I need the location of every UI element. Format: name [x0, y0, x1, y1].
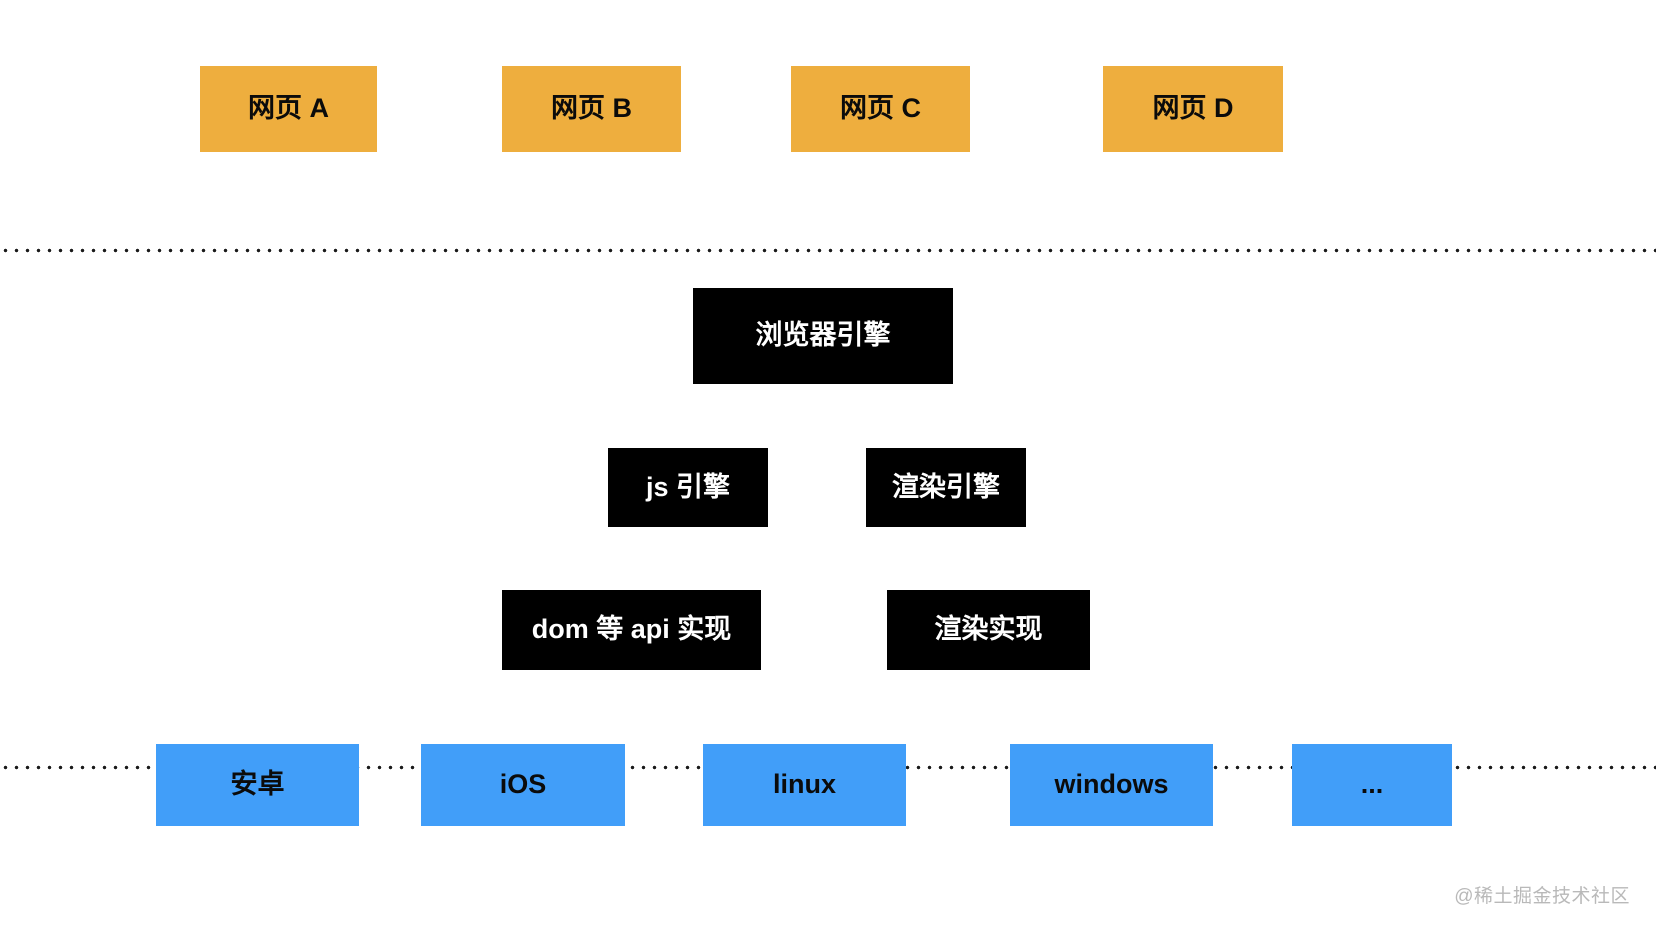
page-box-a[interactable]: 网页 A: [200, 66, 377, 152]
dom-api-impl-label: dom 等 api 实现: [531, 614, 732, 645]
os-box-more[interactable]: ...: [1292, 744, 1452, 826]
os-box-windows-label: windows: [1054, 769, 1169, 800]
page-box-d-label: 网页 D: [1152, 93, 1234, 124]
os-box-android-label: 安卓: [230, 769, 285, 800]
page-box-b[interactable]: 网页 B: [502, 66, 681, 152]
watermark: @稀土掘金技术社区: [1454, 886, 1630, 907]
js-engine-box[interactable]: js 引擎: [608, 448, 768, 527]
page-box-b-label: 网页 B: [551, 93, 632, 124]
render-impl-label: 渲染实现: [934, 614, 1043, 645]
render-engine-box[interactable]: 渲染引擎: [866, 448, 1026, 527]
browser-engine-label: 浏览器引擎: [755, 320, 891, 351]
os-box-ios[interactable]: iOS: [421, 744, 625, 826]
dom-api-impl-box[interactable]: dom 等 api 实现: [502, 590, 761, 670]
js-engine-label: js 引擎: [645, 471, 731, 502]
page-box-c-label: 网页 C: [840, 93, 921, 124]
os-box-windows[interactable]: windows: [1010, 744, 1213, 826]
os-box-linux-label: linux: [772, 769, 836, 800]
os-box-ios-label: iOS: [499, 769, 547, 800]
divider-pages-engine: [0, 248, 1656, 253]
browser-engine-box[interactable]: 浏览器引擎: [693, 288, 953, 384]
os-box-linux[interactable]: linux: [703, 744, 906, 826]
os-box-more-label: ...: [1360, 769, 1384, 800]
page-box-d[interactable]: 网页 D: [1103, 66, 1283, 152]
render-impl-box[interactable]: 渲染实现: [887, 590, 1090, 670]
render-engine-label: 渲染引擎: [892, 471, 1000, 502]
page-box-a-label: 网页 A: [248, 93, 329, 124]
os-box-android[interactable]: 安卓: [156, 744, 359, 826]
page-box-c[interactable]: 网页 C: [791, 66, 970, 152]
